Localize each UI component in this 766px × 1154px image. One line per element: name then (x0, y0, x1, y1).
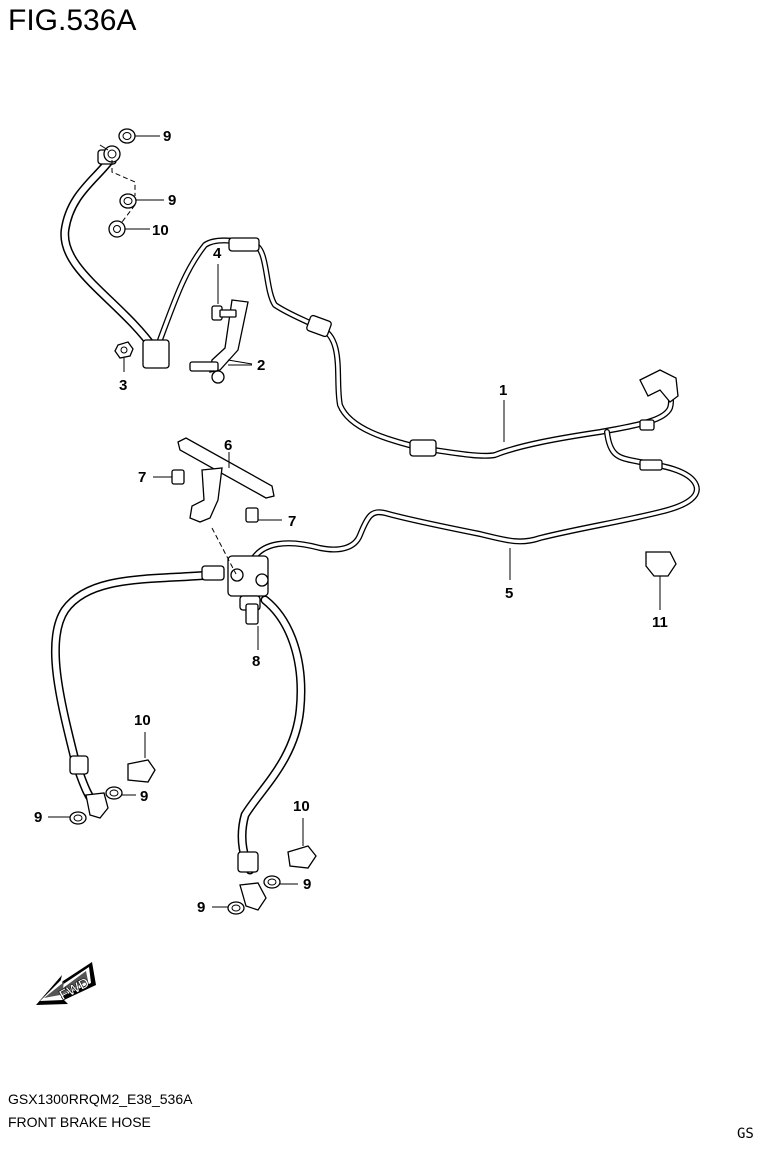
part-4-bolt (211, 264, 237, 321)
part-9-washer-upper-b (119, 193, 164, 209)
callout-7-left: 7 (138, 469, 146, 486)
callout-11: 11 (652, 614, 668, 631)
callout-3: 3 (119, 377, 127, 394)
part-9-washer-lower-left-a (105, 786, 136, 800)
figure-name: FRONT BRAKE HOSE (8, 1114, 151, 1130)
part-5-front-brake-pipe-lower (247, 429, 700, 580)
part-7-bolt-b (245, 507, 282, 523)
part-2-bolt (189, 361, 225, 384)
callout-9-lower-right-a: 9 (303, 876, 311, 893)
part-10-union-bolt-lower-left (127, 732, 156, 783)
callout-2: 2 (257, 357, 265, 374)
callout-8: 8 (252, 653, 260, 670)
figure-title: FIG.536A (8, 4, 137, 37)
fwd-direction-arrow: FWD (36, 962, 96, 1005)
callout-7-right: 7 (288, 513, 296, 530)
part-9-washer-upper-a (118, 128, 160, 144)
callout-10-lower-right: 10 (293, 798, 310, 815)
part-9-washer-lower-left-b (48, 811, 87, 825)
callout-1: 1 (499, 382, 507, 399)
callout-4: 4 (213, 245, 222, 262)
corner-mark: GS (737, 1126, 754, 1142)
part-9-washer-lower-right-a (263, 875, 298, 889)
callout-9-upper: 9 (168, 192, 176, 209)
part-10-union-bolt-lower-right (287, 818, 317, 869)
part-7-bolt-a (153, 469, 185, 485)
figure-code: GSX1300RRQM2_E38_536A (8, 1091, 193, 1107)
part-6-bracket (177, 437, 275, 523)
callout-9-lower-left-b: 9 (34, 809, 42, 826)
part-3-nut (114, 341, 134, 359)
callout-5: 5 (505, 585, 513, 602)
part-11-clamp (645, 551, 677, 610)
part-1-front-brake-hose-upper (60, 144, 679, 459)
callout-9-lower-right-b: 9 (197, 899, 205, 916)
callout-9-top: 9 (163, 128, 171, 145)
callout-10-upper: 10 (152, 222, 169, 239)
brake-hose-joint (227, 555, 269, 611)
part-9-washer-lower-right-b (212, 901, 245, 915)
callout-9-lower-left-a: 9 (140, 788, 148, 805)
front-brake-hose-lower-right (237, 595, 306, 911)
callout-10-lower-left: 10 (134, 712, 151, 729)
front-brake-hose-lower-left (50, 565, 225, 819)
part-8-bolt (245, 603, 259, 650)
part-10-union-bolt-upper (108, 220, 150, 238)
callout-6: 6 (224, 437, 232, 454)
